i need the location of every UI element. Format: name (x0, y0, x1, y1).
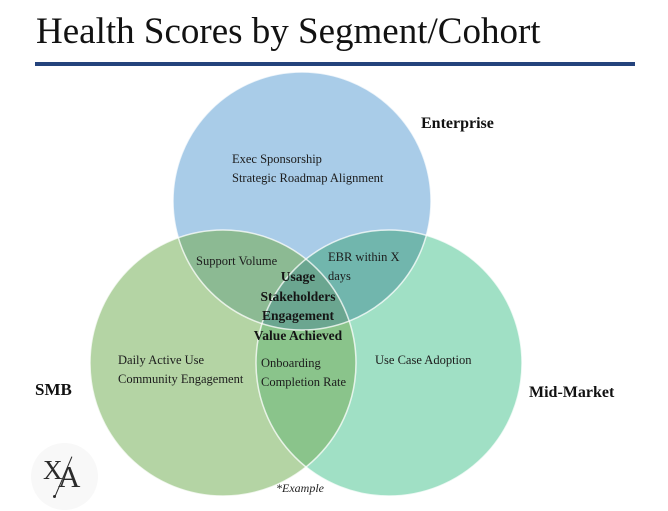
enterprise-label: Enterprise (421, 115, 494, 132)
logo-dot (53, 495, 56, 498)
enterprise-item: Strategic Roadmap Alignment (232, 171, 384, 185)
center-item: Value Achieved (253, 327, 343, 343)
smb-item: Daily Active Use (118, 353, 205, 367)
overlap-item: Onboarding (261, 356, 321, 370)
enterprise-item: Exec Sponsorship (232, 152, 322, 166)
smb-circle-outline (89, 229, 357, 497)
mid-market-circle-outline (255, 229, 523, 497)
center-item: Engagement (262, 308, 334, 323)
overlap-smb-mid-market-items: Onboarding Completion Rate (261, 354, 346, 392)
smb-item: Community Engagement (118, 372, 244, 386)
enterprise-circle-outline (172, 71, 432, 331)
overlap-item: Completion Rate (261, 375, 347, 389)
smb-label: SMB (35, 380, 72, 399)
logo-letter-a: A (58, 459, 81, 494)
overlap-item: days (328, 269, 351, 283)
page-title: Health Scores by Segment/Cohort (36, 11, 541, 52)
title-divider (35, 62, 635, 66)
overlap-item: Support Volume (196, 254, 278, 268)
enterprise-items: Exec Sponsorship Strategic Roadmap Align… (232, 150, 383, 188)
overlap-item: EBR within X (328, 250, 400, 264)
company-logo: X A (31, 443, 98, 510)
center-item: Stakeholders (260, 288, 336, 304)
footnote: *Example (276, 481, 324, 495)
overlap-enterprise-smb-items: Support Volume (196, 252, 277, 271)
mid-market-items: Use Case Adoption (375, 351, 472, 370)
center-overlap-items: Usage Stakeholders Engagement Value Achi… (217, 267, 379, 345)
logo-letter-x: X (43, 455, 63, 485)
mid-market-item: Use Case Adoption (375, 353, 472, 367)
smb-items: Daily Active Use Community Engagement (118, 351, 243, 389)
center-item: Usage (280, 269, 316, 284)
mid-market-label: Mid-Market (529, 384, 615, 401)
overlap-center (256, 230, 356, 330)
overlap-enterprise-mid-market-items: EBR within X days (328, 248, 414, 286)
